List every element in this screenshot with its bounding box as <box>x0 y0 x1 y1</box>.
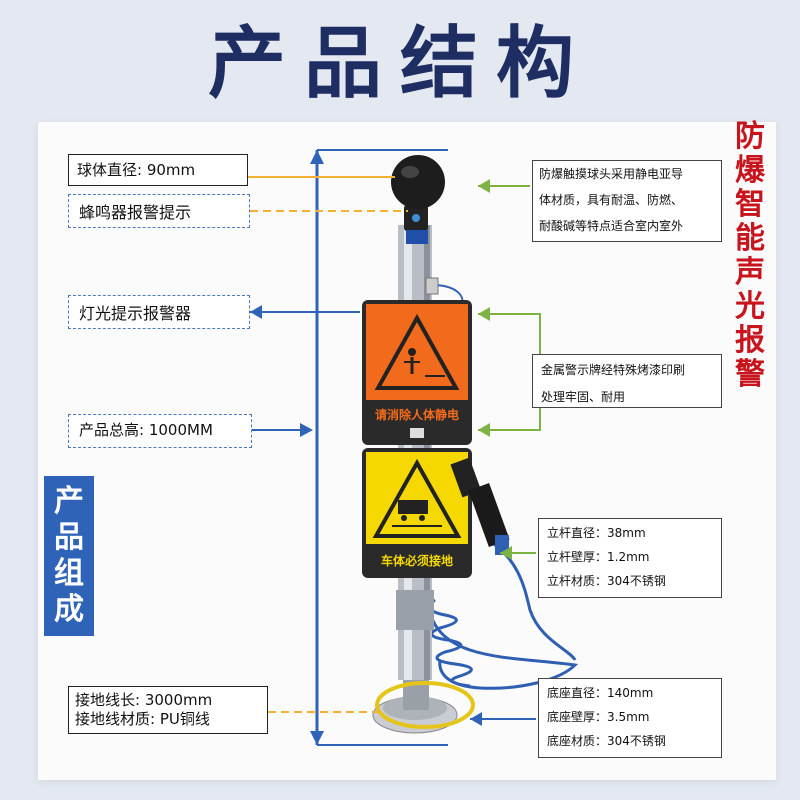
pole-spec-note: 立杆直径：38mm 立杆壁厚：1.2mm 立杆材质：304不锈钢 <box>538 518 722 598</box>
height-measure <box>310 149 448 746</box>
base-plate <box>372 680 475 734</box>
sign-material-note: 金属警示牌经特殊烤漆印刷 处理牢固、耐用 <box>532 354 722 408</box>
ground-wire-length: 接地线长: 3000mm <box>75 691 213 709</box>
pointer-lines <box>248 176 541 726</box>
ground-wire-material: 接地线材质: PU铜线 <box>75 710 210 728</box>
total-height-label: 产品总高: 1000MM <box>68 414 252 448</box>
page-title: 产品结构 <box>207 19 592 109</box>
yellow-sign-text: 车体必须接地 <box>381 553 453 568</box>
ball-material-note: 防爆触摸球头采用静电亚导 体材质，具有耐温、防燃、 耐酸碱等特点适合室内室外 <box>532 160 722 242</box>
ground-wire-label: 接地线长: 3000mm 接地线材质: PU铜线 <box>68 686 268 734</box>
ball-head <box>391 155 445 244</box>
ground-wire-coil <box>427 538 579 690</box>
buzzer-label: 蜂鸣器报警提示 <box>68 194 250 228</box>
orange-warning-sign: 请消除人体静电 <box>362 300 472 445</box>
side-red-text: 防 爆 智 能 声 光 报 警 <box>735 119 765 392</box>
light-alarm-label: 灯光提示报警器 <box>68 295 250 329</box>
side-blue-block: 产 品 组 成 <box>44 476 94 636</box>
ball-diameter-label: 球体直径: 90mm <box>68 154 248 186</box>
yellow-warning-sign: 车体必须接地 <box>362 448 472 578</box>
base-spec-note: 底座直径：140mm 底座壁厚：3.5mm 底座材质：304不锈钢 <box>538 678 722 758</box>
orange-sign-text: 请消除人体静电 <box>375 407 459 422</box>
